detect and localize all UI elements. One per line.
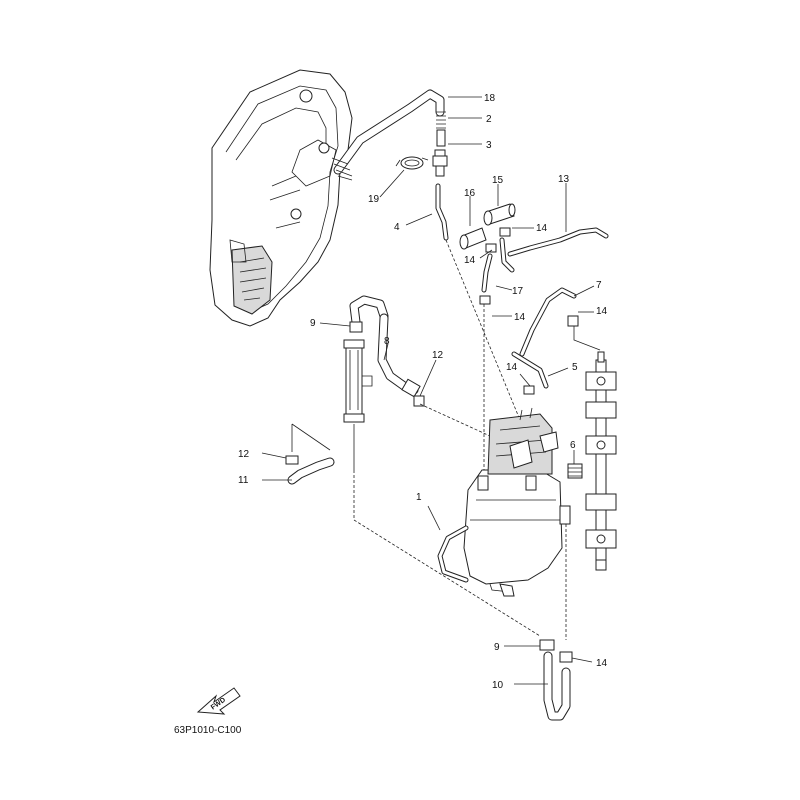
hose-10 xyxy=(543,651,571,721)
vent-hose-upper xyxy=(331,89,445,181)
callout-17: 17 xyxy=(512,286,524,297)
tank-outlet xyxy=(559,505,571,525)
callout-13: 13 xyxy=(558,174,570,185)
hose-13 xyxy=(499,227,609,273)
callout-10: 10 xyxy=(492,680,504,691)
callout-leaders xyxy=(261,96,595,685)
callout-3: 3 xyxy=(486,140,492,151)
hose-clip-19 xyxy=(395,156,429,170)
clamp-12-a xyxy=(413,395,425,407)
callout-14-e: 14 xyxy=(506,362,518,373)
callout-14-c: 14 xyxy=(514,312,526,323)
hose-17 xyxy=(481,253,493,293)
callout-9-a: 9 xyxy=(310,318,316,329)
callout-2: 2 xyxy=(486,114,492,125)
hose-5 xyxy=(511,351,549,389)
callout-numbers: 18 2 3 19 4 16 15 13 14 14 17 14 7 14 9 … xyxy=(238,93,608,691)
callout-12-b: 12 xyxy=(238,449,250,460)
callout-14-a: 14 xyxy=(536,223,548,234)
callout-19: 19 xyxy=(368,194,380,205)
hose-8 xyxy=(377,313,421,398)
callout-9-b: 9 xyxy=(494,642,500,653)
clamp-14-f xyxy=(559,651,573,663)
spring-clip-18 xyxy=(436,111,446,129)
callout-18: 18 xyxy=(484,93,496,104)
hose-1 xyxy=(437,525,469,583)
clamp-14-d xyxy=(567,315,579,327)
callout-5: 5 xyxy=(572,362,578,373)
clamp-14-a xyxy=(499,227,511,237)
callout-14-d: 14 xyxy=(596,306,608,317)
fwd-arrow-icon: FWD xyxy=(196,687,241,715)
callout-16: 16 xyxy=(464,188,476,199)
callout-11: 11 xyxy=(238,475,249,486)
hose-11 xyxy=(287,457,335,485)
callout-4: 4 xyxy=(394,222,400,233)
hose-left-upper xyxy=(349,295,389,327)
clamp-12-b xyxy=(285,455,299,465)
clamp-9-a xyxy=(349,321,363,333)
check-valve-3 xyxy=(432,149,448,177)
vapor-separator-cover xyxy=(209,69,353,327)
callout-14-f: 14 xyxy=(596,658,608,669)
callout-1: 1 xyxy=(416,492,422,503)
clamp-14-b xyxy=(485,243,497,253)
filter-housing-left xyxy=(343,339,373,423)
hose-joint-16 xyxy=(459,227,487,250)
callout-6: 6 xyxy=(570,440,576,451)
clamp-14-c xyxy=(479,295,491,305)
hose-7 xyxy=(519,287,577,357)
vapor-separator-tank xyxy=(463,407,563,597)
plug-6 xyxy=(567,463,583,479)
callout-8: 8 xyxy=(384,336,390,347)
diagram-code: 63P1010-C100 xyxy=(174,725,242,736)
clamp-14-e xyxy=(523,385,535,395)
fuel-rail xyxy=(585,351,617,571)
callout-14-b: 14 xyxy=(464,255,476,266)
clamp-9-b xyxy=(539,639,555,651)
hose-joint-2 xyxy=(436,129,446,147)
callout-12-a: 12 xyxy=(432,350,444,361)
callout-15: 15 xyxy=(492,175,504,186)
callout-7: 7 xyxy=(596,280,602,291)
hose-4 xyxy=(435,183,449,241)
hose-joint-15 xyxy=(483,203,516,226)
